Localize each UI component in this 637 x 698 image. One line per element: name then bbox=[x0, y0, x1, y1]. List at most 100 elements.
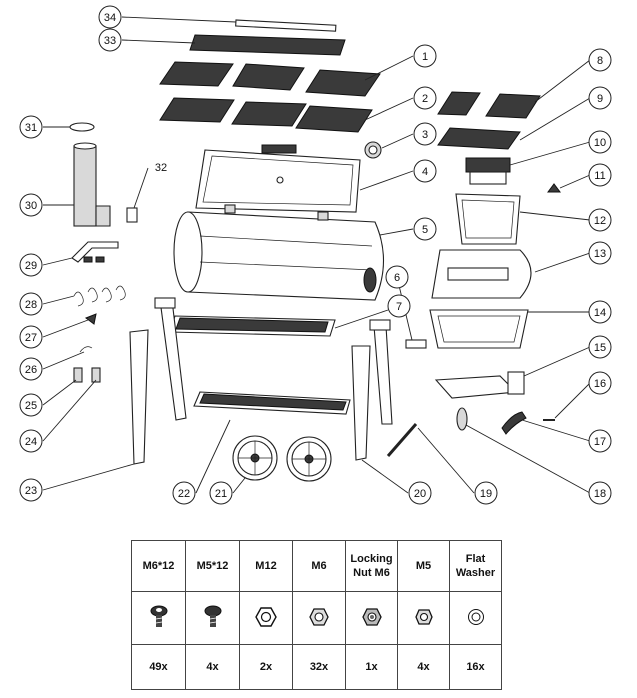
callout-19: 19 bbox=[474, 481, 498, 505]
part-21-wheels bbox=[232, 435, 332, 482]
part-32-gasket bbox=[126, 207, 138, 223]
callout-30: 30 bbox=[19, 193, 43, 217]
callout-20: 20 bbox=[408, 481, 432, 505]
callout-label: 15 bbox=[594, 342, 606, 354]
hardware-header-row: M6*12 M5*12 M12 M6 Locking Nut M6 M5 Fla… bbox=[131, 540, 502, 592]
callout-label: 4 bbox=[422, 166, 428, 178]
callout-9: 9 bbox=[588, 86, 612, 110]
callout-1: 1 bbox=[413, 44, 437, 68]
hex-socket-screw-icon bbox=[150, 605, 167, 627]
part-29-handle bbox=[71, 241, 119, 263]
part-12-firebox-lid bbox=[455, 193, 521, 245]
callout-4: 4 bbox=[413, 159, 437, 183]
callout-7: 7 bbox=[387, 294, 411, 318]
callout-label: 17 bbox=[594, 436, 606, 448]
callout-label: 6 bbox=[394, 272, 400, 284]
callout-label: 3 bbox=[422, 129, 428, 141]
callout-label: 30 bbox=[25, 200, 37, 212]
hardware-name: M6*12 bbox=[131, 540, 186, 592]
hardware-name: M6 bbox=[292, 540, 346, 592]
hex-nut-icon bbox=[309, 607, 329, 626]
hardware-name: Flat Washer bbox=[449, 540, 502, 592]
callout-label: 33 bbox=[104, 35, 116, 47]
callout-label: 25 bbox=[25, 400, 37, 412]
part-22-bottom-shelf bbox=[193, 391, 351, 415]
hex-nut-large-icon bbox=[255, 606, 277, 627]
hardware-qty: 49x bbox=[131, 644, 186, 690]
leader-lines bbox=[42, 16, 591, 494]
part-15-ash-tray bbox=[434, 371, 525, 399]
callout-2: 2 bbox=[413, 86, 437, 110]
callout-17: 17 bbox=[588, 429, 612, 453]
callout-label: 23 bbox=[25, 485, 37, 497]
callout-label: 24 bbox=[25, 436, 37, 448]
callout-label: 1 bbox=[422, 51, 428, 63]
part-6-bracket bbox=[405, 339, 427, 349]
callout-29: 29 bbox=[19, 253, 43, 277]
part-8-firebox-grates bbox=[437, 91, 541, 119]
hardware-name: M12 bbox=[239, 540, 293, 592]
callout-label: 11 bbox=[594, 170, 605, 182]
hex-nut-small-icon bbox=[414, 608, 433, 625]
callout-31: 31 bbox=[19, 115, 43, 139]
callout-label: 9 bbox=[597, 93, 603, 105]
callout-3: 3 bbox=[413, 122, 437, 146]
callout-label: 32 bbox=[155, 162, 167, 174]
hardware-qty: 1x bbox=[345, 644, 398, 690]
part-33-warming-rack bbox=[189, 34, 346, 56]
part-19-axle bbox=[386, 423, 418, 457]
callout-label: 10 bbox=[594, 137, 606, 149]
part-31-chimney-cap bbox=[69, 122, 95, 132]
part-24-bracket bbox=[91, 367, 101, 383]
callout-label: 16 bbox=[594, 378, 606, 390]
part-25-bracket bbox=[73, 367, 83, 383]
hardware-name: Locking Nut M6 bbox=[345, 540, 398, 592]
hardware-qty: 4x bbox=[185, 644, 240, 690]
callout-28: 28 bbox=[19, 292, 43, 316]
callout-8: 8 bbox=[588, 48, 612, 72]
callout-label: 12 bbox=[594, 215, 606, 227]
callout-label: 13 bbox=[594, 248, 606, 260]
hardware-name: M5*12 bbox=[185, 540, 240, 592]
callout-label: 22 bbox=[178, 488, 190, 500]
callout-label: 20 bbox=[414, 488, 426, 500]
part-11-latch bbox=[547, 183, 561, 193]
part-20-leg bbox=[351, 319, 393, 461]
callout-label: 5 bbox=[422, 224, 428, 236]
callout-15: 15 bbox=[588, 335, 612, 359]
part-4-main-lid bbox=[195, 144, 361, 213]
hardware-name-text: Locking Nut M6 bbox=[350, 553, 393, 579]
hardware-name: M5 bbox=[397, 540, 450, 592]
locking-nut-icon bbox=[361, 607, 382, 626]
callout-6: 6 bbox=[385, 265, 409, 289]
callout-label: 7 bbox=[396, 301, 402, 313]
part-1-cooking-grates bbox=[159, 61, 381, 97]
part-9-charcoal-grate bbox=[437, 127, 521, 150]
part-5-main-barrel bbox=[173, 204, 385, 301]
part-10-ash-basket bbox=[465, 157, 511, 185]
callout-10: 10 bbox=[588, 130, 612, 154]
part-23-leg bbox=[129, 297, 187, 465]
callout-label: 2 bbox=[422, 93, 428, 105]
hardware-icon-row bbox=[131, 591, 502, 645]
callout-32: 32 bbox=[155, 162, 167, 174]
callout-label: 18 bbox=[594, 488, 606, 500]
part-17-handle bbox=[501, 411, 527, 435]
hardware-table: M6*12 M5*12 M12 M6 Locking Nut M6 M5 Fla… bbox=[131, 540, 502, 690]
callout-34: 34 bbox=[98, 5, 122, 29]
part-7-shelf bbox=[169, 315, 336, 337]
callout-12: 12 bbox=[588, 208, 612, 232]
callout-label: 29 bbox=[25, 260, 37, 272]
callout-5: 5 bbox=[413, 217, 437, 241]
callout-label: 14 bbox=[594, 307, 606, 319]
callout-25: 25 bbox=[19, 393, 43, 417]
part-27-hook bbox=[84, 313, 97, 325]
hardware-qty: 2x bbox=[239, 644, 293, 690]
hardware-qty: 32x bbox=[292, 644, 346, 690]
hardware-qty: 4x bbox=[397, 644, 450, 690]
part-28-hooks bbox=[73, 285, 126, 307]
callout-11: 11 bbox=[588, 163, 612, 187]
callout-26: 26 bbox=[19, 357, 43, 381]
part-18-damper bbox=[456, 407, 468, 431]
callout-label: 19 bbox=[480, 488, 492, 500]
